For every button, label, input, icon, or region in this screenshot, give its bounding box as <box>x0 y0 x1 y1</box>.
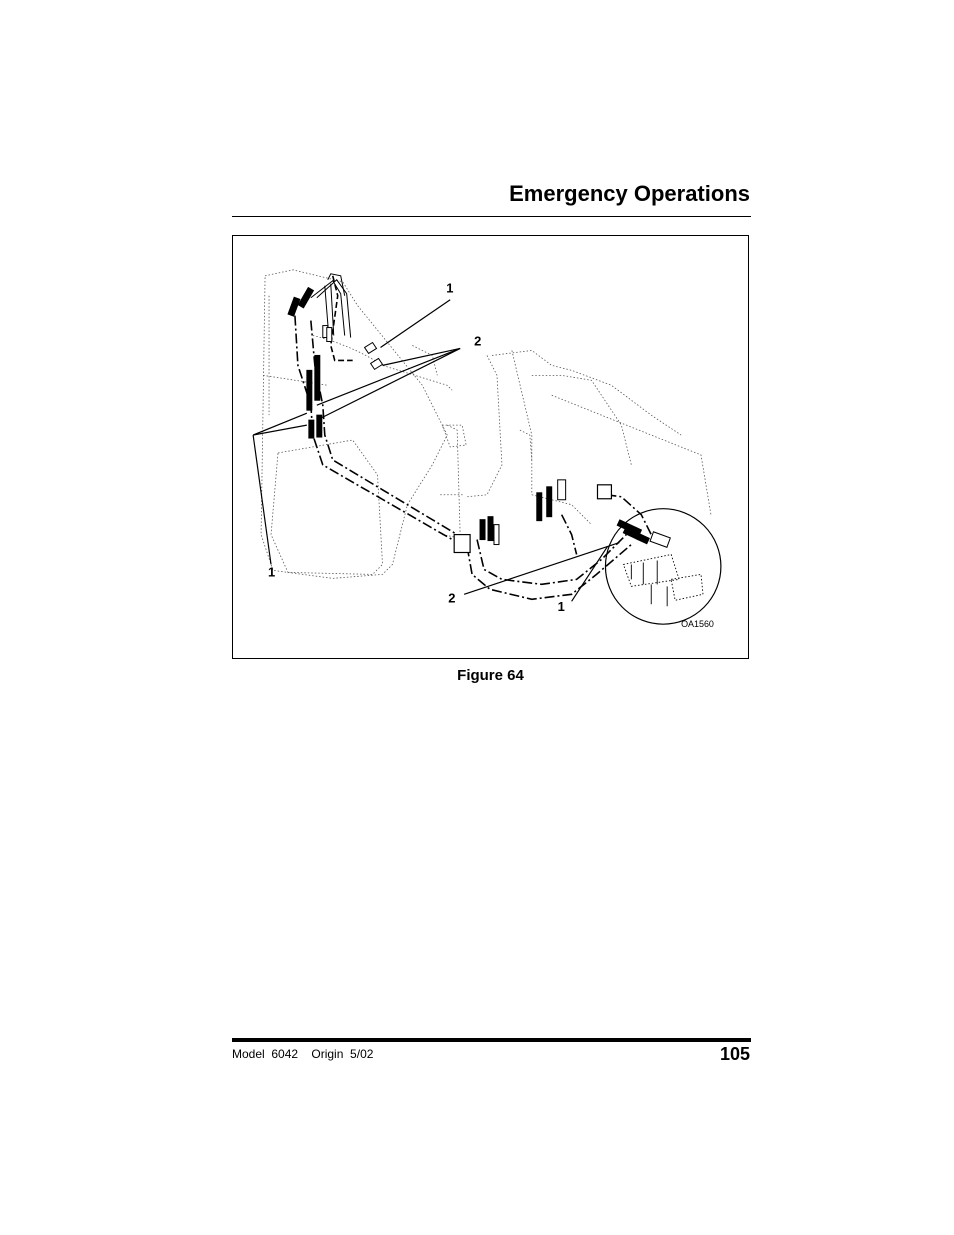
section-title: Emergency Operations <box>509 181 750 206</box>
machine-outline <box>260 269 712 579</box>
leader-lines <box>252 299 620 602</box>
callout-1-left: 1 <box>268 564 275 579</box>
figure-caption: Figure 64 <box>457 667 524 684</box>
fittings <box>287 286 671 554</box>
hose-lines <box>294 275 652 601</box>
callout-1-top: 1 <box>446 281 453 296</box>
callout-2-bottom: 2 <box>448 590 455 605</box>
footer-model-origin: Model 6042 Origin 5/02 <box>232 1047 374 1061</box>
footer-divider <box>232 1038 751 1042</box>
figure-64-frame: 1 2 1 2 1 OA1560 <box>232 235 749 659</box>
title-divider <box>232 216 751 217</box>
illustration-id: OA1560 <box>681 619 714 629</box>
page-number: 105 <box>719 1044 750 1064</box>
callout-2-top: 2 <box>474 333 481 348</box>
detail-circle <box>604 508 722 625</box>
hydraulic-hose-diagram: 1 2 1 2 1 OA1560 <box>252 269 722 629</box>
callout-1-bottom: 1 <box>558 599 565 614</box>
